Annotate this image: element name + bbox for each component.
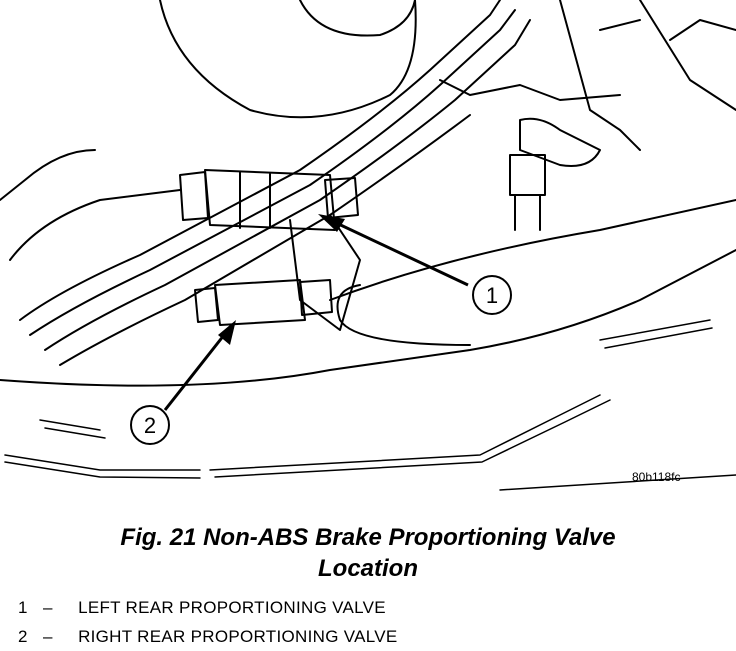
valve-bracket bbox=[289, 214, 361, 331]
callout-2-leader bbox=[163, 329, 230, 411]
caption-line-2: Location bbox=[318, 555, 418, 582]
legend: 1 – LEFT REAR PROPORTIONING VALVE 2 – RI… bbox=[18, 593, 398, 651]
figure-caption: Fig. 21 Non-ABS Brake Proportioning Valv… bbox=[0, 522, 736, 584]
line-fitting bbox=[519, 117, 601, 167]
callout-2-arrowhead bbox=[218, 320, 236, 345]
brake-valve-illustration: 1 2 bbox=[0, 0, 736, 491]
callout-2: 2 bbox=[130, 320, 236, 445]
callout-1-circle bbox=[472, 275, 512, 315]
legend-separator: – bbox=[43, 627, 53, 646]
legend-text: RIGHT REAR PROPORTIONING VALVE bbox=[78, 627, 398, 646]
image-code: 80b118fc bbox=[632, 470, 681, 484]
callout-1-leader bbox=[329, 218, 469, 287]
brake-line-2 bbox=[29, 9, 516, 336]
right-valve-body bbox=[214, 279, 306, 326]
legend-item: 2 – RIGHT REAR PROPORTIONING VALVE bbox=[18, 622, 398, 651]
callout-2-number: 2 bbox=[144, 413, 156, 438]
legend-number: 1 bbox=[18, 598, 28, 617]
callout-2-circle bbox=[130, 405, 170, 445]
legend-text: LEFT REAR PROPORTIONING VALVE bbox=[78, 598, 386, 617]
callout-1: 1 bbox=[318, 214, 512, 315]
brake-line-1 bbox=[19, 0, 501, 321]
legend-separator: – bbox=[43, 598, 53, 617]
legend-number: 2 bbox=[18, 627, 28, 646]
drum-component bbox=[159, 0, 417, 119]
frame-rail bbox=[9, 189, 181, 261]
legend-item: 1 – LEFT REAR PROPORTIONING VALVE bbox=[18, 593, 398, 622]
caption-line-1: Fig. 21 Non-ABS Brake Proportioning Valv… bbox=[120, 524, 616, 551]
callout-1-arrowhead bbox=[318, 214, 345, 232]
brake-line-3 bbox=[44, 19, 531, 351]
callout-1-number: 1 bbox=[486, 283, 498, 308]
